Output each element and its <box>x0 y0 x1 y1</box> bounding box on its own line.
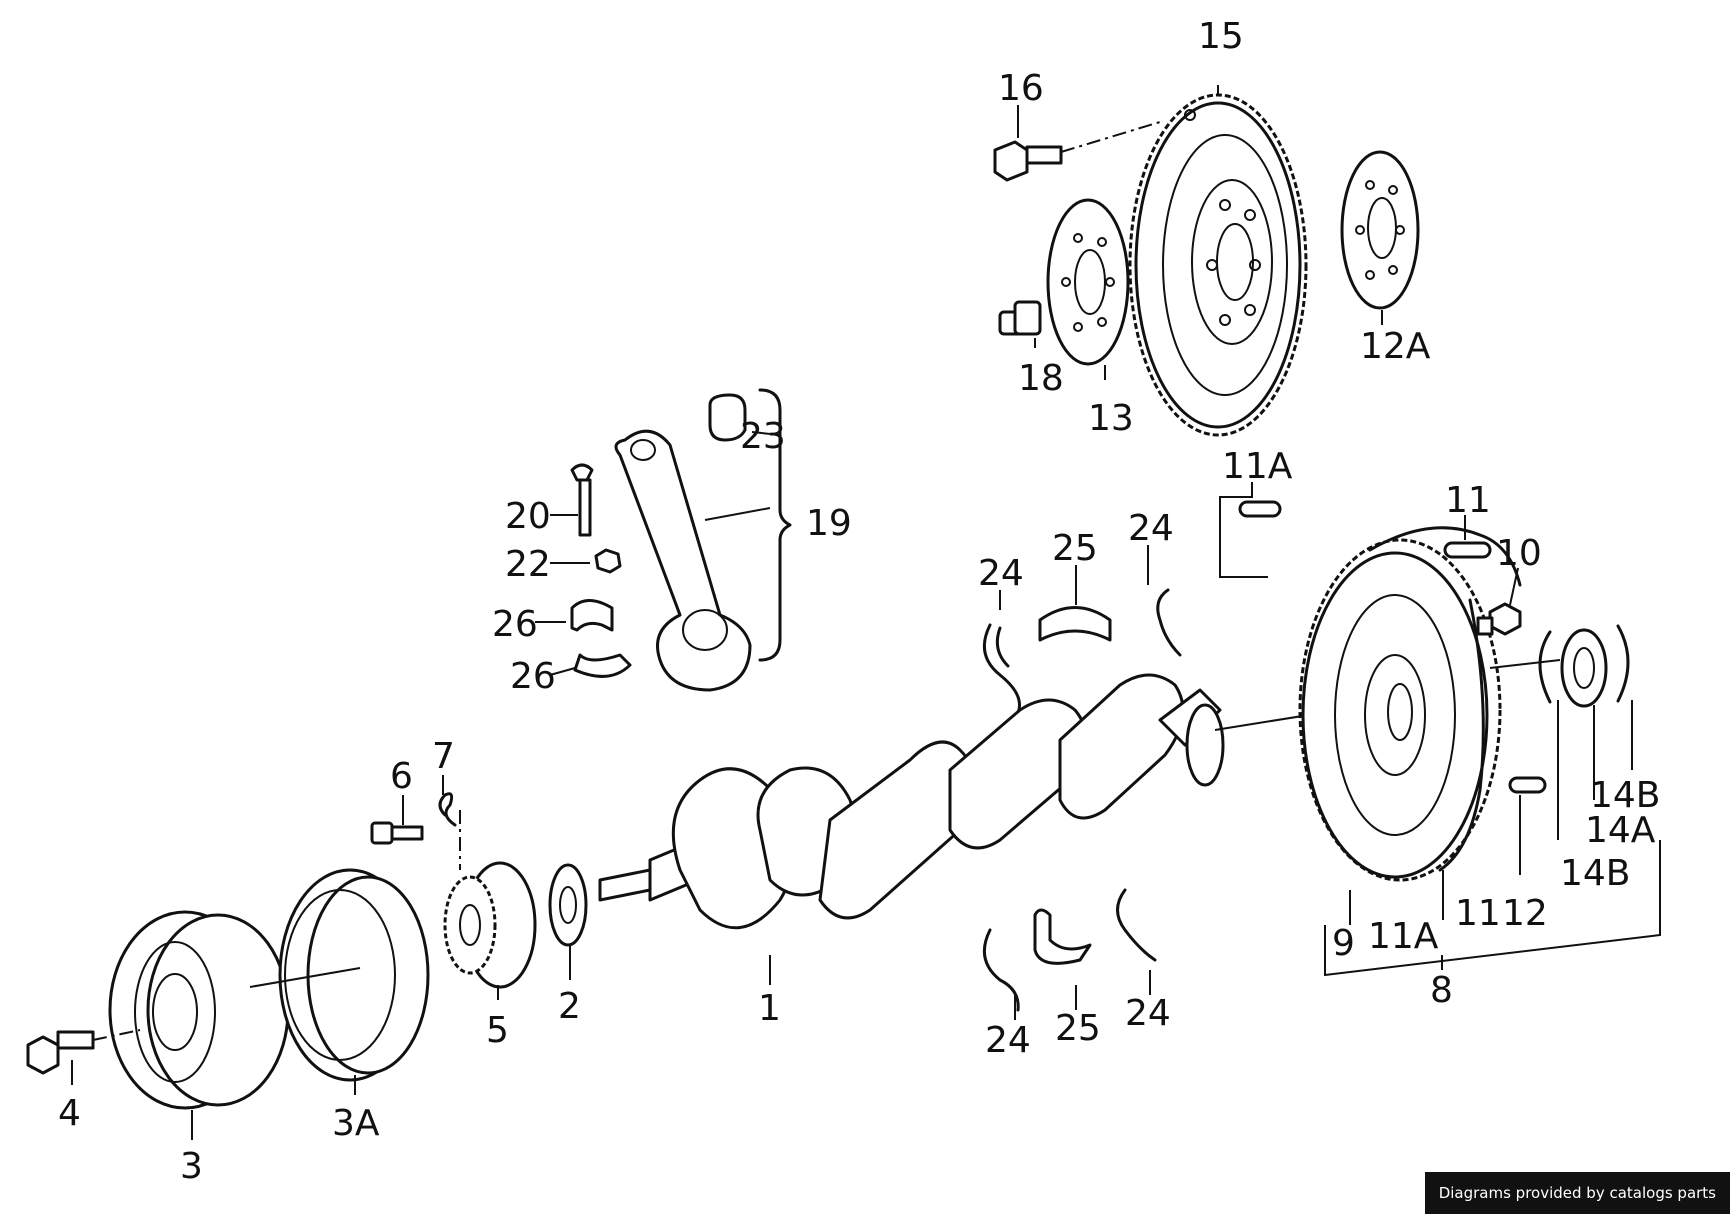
plate-12a <box>1340 150 1420 310</box>
label-25-top: 25 <box>1052 528 1098 569</box>
bolt-20 <box>570 463 594 537</box>
label-18: 18 <box>1018 358 1064 399</box>
label-14b-top: 14B <box>1590 775 1661 816</box>
bolt-16 <box>993 121 1161 182</box>
label-22: 22 <box>505 544 551 585</box>
label-12a: 12A <box>1360 326 1431 367</box>
pulley-3 <box>108 910 290 1110</box>
pins-11-12 <box>1238 500 1547 794</box>
label-24-b: 24 <box>1128 508 1174 549</box>
bolt-4 <box>26 1029 141 1075</box>
label-11a-bot: 11A <box>1368 916 1439 957</box>
label-24-a: 24 <box>978 553 1024 594</box>
label-4: 4 <box>58 1093 81 1134</box>
credit-badge: Diagrams provided by catalogs parts <box>1424 1172 1730 1214</box>
sprocket-5 <box>443 861 537 989</box>
thrust-washers-top <box>982 588 1182 715</box>
label-23: 23 <box>740 416 786 457</box>
label-2: 2 <box>558 986 581 1027</box>
label-9: 9 <box>1332 923 1355 964</box>
vibration-damper-3a <box>249 868 430 1082</box>
label-14b-bot: 14B <box>1560 853 1631 894</box>
thrust-washers-bottom <box>982 888 1157 1012</box>
connecting-rod <box>614 393 752 692</box>
label-16: 16 <box>998 68 1044 109</box>
label-19: 19 <box>806 503 852 544</box>
label-3: 3 <box>180 1146 203 1187</box>
nut-22 <box>594 548 622 574</box>
flywheel-assembly <box>1298 526 1522 882</box>
bracket-19 <box>758 388 792 662</box>
label-3a: 3A <box>332 1103 380 1144</box>
label-11-top: 11 <box>1445 480 1491 521</box>
spacer-18 <box>998 300 1042 336</box>
callout-labels: 15 16 18 13 12A 23 19 20 22 26 26 24 25 … <box>58 16 1661 1187</box>
label-13: 13 <box>1088 398 1134 439</box>
washer-2 <box>548 863 588 947</box>
label-24-c: 24 <box>985 1020 1031 1061</box>
bolt-10 <box>1476 602 1522 636</box>
label-7: 7 <box>432 736 455 777</box>
leader-lines <box>71 85 1661 1140</box>
label-5: 5 <box>486 1010 509 1051</box>
label-12: 12 <box>1502 893 1548 934</box>
label-20: 20 <box>505 496 551 537</box>
key-7 <box>438 792 461 870</box>
label-25-bot: 25 <box>1055 1008 1101 1049</box>
bolt-6 <box>370 821 424 845</box>
label-10: 10 <box>1496 533 1542 574</box>
label-14a: 14A <box>1585 810 1656 851</box>
bearing-shells-26 <box>570 599 632 678</box>
label-11a-top: 11A <box>1222 446 1293 487</box>
flywheel-top <box>1128 93 1308 437</box>
label-11-bot: 11 <box>1455 893 1501 934</box>
label-24-d: 24 <box>1125 993 1171 1034</box>
label-8: 8 <box>1430 970 1453 1011</box>
label-6: 6 <box>390 756 413 797</box>
crankshaft <box>598 673 1341 930</box>
label-26-b: 26 <box>510 656 556 697</box>
label-1: 1 <box>758 988 781 1029</box>
label-15: 15 <box>1198 16 1244 57</box>
bearing-14a <box>1489 624 1630 708</box>
plate-13 <box>1046 198 1130 366</box>
label-26-a: 26 <box>492 604 538 645</box>
